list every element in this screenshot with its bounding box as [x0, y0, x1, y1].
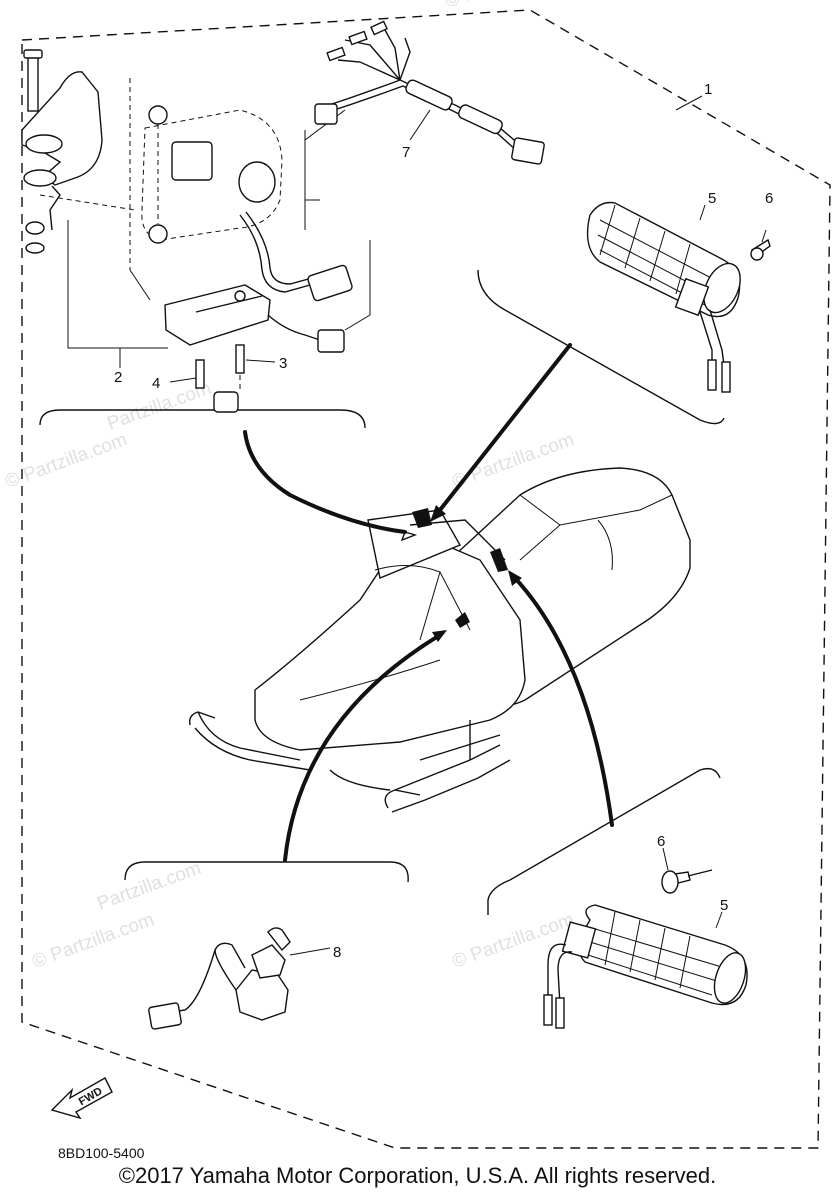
pointer-lines: [243, 343, 614, 862]
watermark: Partzilla.com: [95, 858, 204, 915]
item-5-grip-heater-top: 5 6: [477, 190, 773, 425]
callout-4: 4: [152, 375, 160, 392]
watermark: © Partzilla.com: [30, 909, 157, 973]
callout-2: 2: [114, 369, 122, 386]
kit-boundary: [21, 9, 831, 1149]
copyright-footer: ©2017 Yamaha Motor Corporation, U.S.A. A…: [118, 1163, 717, 1188]
callout-5-bottom: 5: [720, 897, 728, 914]
callout-7: 7: [402, 144, 410, 161]
fwd-label: FWD: [77, 1085, 105, 1108]
callout-3: 3: [279, 355, 287, 372]
callout-1: 1: [704, 81, 712, 98]
callout-5-top: 5: [708, 190, 716, 207]
item-5-grip-heater-bottom: 6 5: [487, 767, 748, 1029]
callout-8: 8: [333, 944, 341, 961]
callout-6-top: 6: [765, 190, 773, 207]
diagram-code: 8BD100-5400: [58, 1145, 145, 1161]
fwd-arrow-icon: FWD: [50, 1077, 113, 1120]
item-7-wire-harness: 7 1: [304, 20, 712, 201]
callout-6-bottom: 6: [657, 833, 665, 850]
item-2-controller-group: 2 3 4: [21, 49, 371, 429]
item-8-switch-group: 8: [124, 861, 409, 1030]
snowmobile-illustration: [188, 467, 691, 813]
